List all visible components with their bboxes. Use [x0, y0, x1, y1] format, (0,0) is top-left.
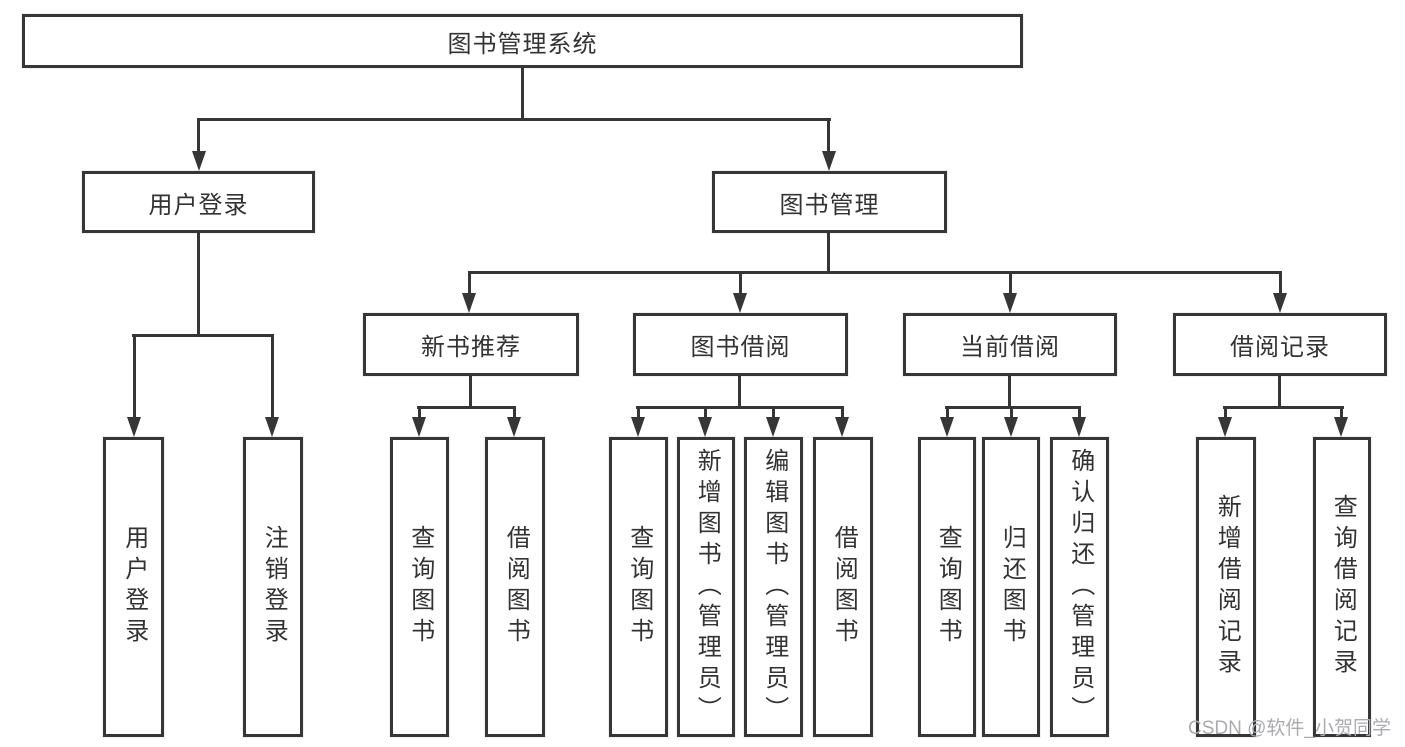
leaf-record-add-record: 新增借阅记录 [1196, 437, 1256, 737]
leaf-current-return-books-label: 归还图书 [998, 525, 1026, 649]
arrowhead-icon [1072, 417, 1086, 437]
connector-line [469, 376, 472, 409]
connector-line [637, 406, 640, 419]
connector-line [946, 406, 949, 419]
connector-line [271, 334, 274, 419]
connector-line [197, 233, 200, 337]
leaf-current-query-books: 查询图书 [918, 437, 976, 737]
arrowhead-icon [507, 417, 521, 437]
csdn-watermark: CSDN @软件_小贺同学 [1188, 718, 1391, 739]
connector-line [739, 271, 742, 295]
connector-line [827, 233, 830, 274]
leaf-logout-label: 注销登录 [260, 525, 288, 649]
leaf-user-login-label: 用户登录 [120, 525, 148, 649]
connector-line [1224, 406, 1227, 419]
leaf-current-query-books-label: 查询图书 [934, 525, 962, 649]
connector-line [738, 376, 741, 409]
connector-line [841, 406, 844, 419]
connector-line [827, 118, 830, 154]
arrowhead-icon [1273, 293, 1287, 313]
connector-line [468, 271, 1282, 274]
node-book-management-label: 图书管理 [779, 191, 880, 219]
arrowhead-icon [698, 417, 712, 437]
node-root: 图书管理系统 [22, 14, 1023, 68]
node-book-management: 图书管理 [712, 171, 947, 233]
leaf-borrow-borrow-books: 借阅图书 [813, 437, 873, 737]
leaf-borrow-query-books-label: 查询图书 [625, 525, 653, 649]
arrowhead-icon [631, 417, 645, 437]
node-book-borrowing: 图书借阅 [633, 313, 848, 376]
connector-line [1223, 406, 1344, 409]
arrowhead-icon [1334, 417, 1348, 437]
connector-line [1008, 376, 1011, 409]
arrowhead-icon [265, 417, 279, 437]
leaf-newbook-borrow-books-label: 借阅图书 [502, 525, 530, 649]
leaf-borrow-edit-books-admin-label: 编辑图书（管理员） [760, 447, 788, 727]
arrowhead-icon [940, 417, 954, 437]
arrowhead-icon [462, 293, 476, 313]
arrowhead-icon [127, 417, 141, 437]
connector-line [468, 271, 471, 295]
node-user-login: 用户登录 [82, 171, 315, 233]
arrowhead-icon [733, 293, 747, 313]
connector-line [197, 118, 200, 154]
connector-line [417, 406, 516, 409]
connector-line [1010, 406, 1013, 419]
leaf-newbook-borrow-books: 借阅图书 [485, 437, 545, 737]
leaf-current-confirm-return-admin: 确认归还（管理员） [1050, 437, 1109, 737]
connector-line [945, 406, 1081, 409]
node-new-book-recommend-label: 新书推荐 [421, 334, 521, 361]
leaf-borrow-add-books-admin-label: 新增图书（管理员） [693, 447, 721, 727]
arrowhead-icon [192, 151, 206, 171]
leaf-logout: 注销登录 [243, 437, 303, 737]
leaf-record-query-record-label: 查询借阅记录 [1329, 494, 1357, 680]
connector-line [772, 406, 775, 419]
leaf-borrow-borrow-books-label: 借阅图书 [830, 525, 858, 649]
node-root-label: 图书管理系统 [447, 30, 598, 58]
connector-line [132, 334, 274, 337]
arrowhead-icon [1004, 417, 1018, 437]
leaf-current-confirm-return-admin-label: 确认归还（管理员） [1066, 447, 1094, 727]
connector-line [1078, 406, 1081, 419]
connector-line [1340, 406, 1343, 419]
leaf-record-query-record: 查询借阅记录 [1313, 437, 1371, 737]
node-new-book-recommend: 新书推荐 [363, 313, 579, 376]
leaf-user-login: 用户登录 [103, 437, 164, 737]
arrowhead-icon [835, 417, 849, 437]
arrowhead-icon [822, 151, 836, 171]
leaf-borrow-add-books-admin: 新增图书（管理员） [677, 437, 735, 737]
connector-line [636, 406, 844, 409]
connector-line [133, 334, 136, 419]
connector-line [197, 118, 831, 121]
leaf-newbook-query-books-label: 查询图书 [406, 525, 434, 649]
arrowhead-icon [766, 417, 780, 437]
arrowhead-icon [1003, 293, 1017, 313]
arrowhead-icon [412, 417, 426, 437]
connector-line [521, 68, 524, 120]
arrowhead-icon [1218, 417, 1232, 437]
connector-line [418, 406, 421, 419]
connector-line [513, 406, 516, 419]
leaf-record-add-record-label: 新增借阅记录 [1213, 494, 1241, 680]
node-borrowing-records: 借阅记录 [1173, 313, 1387, 376]
node-current-borrowing-label: 当前借阅 [960, 334, 1060, 361]
leaf-borrow-query-books: 查询图书 [609, 437, 668, 737]
connector-line [1278, 376, 1281, 409]
connector-line [1009, 271, 1012, 295]
leaf-borrow-edit-books-admin: 编辑图书（管理员） [744, 437, 803, 737]
leaf-current-return-books: 归还图书 [982, 437, 1040, 737]
connector-line [704, 406, 707, 419]
node-user-login-label: 用户登录 [148, 191, 249, 219]
node-book-borrowing-label: 图书借阅 [690, 334, 791, 361]
leaf-newbook-query-books: 查询图书 [390, 437, 449, 737]
connector-line [1279, 271, 1282, 295]
node-borrowing-records-label: 借阅记录 [1230, 334, 1330, 361]
node-current-borrowing: 当前借阅 [903, 313, 1117, 376]
